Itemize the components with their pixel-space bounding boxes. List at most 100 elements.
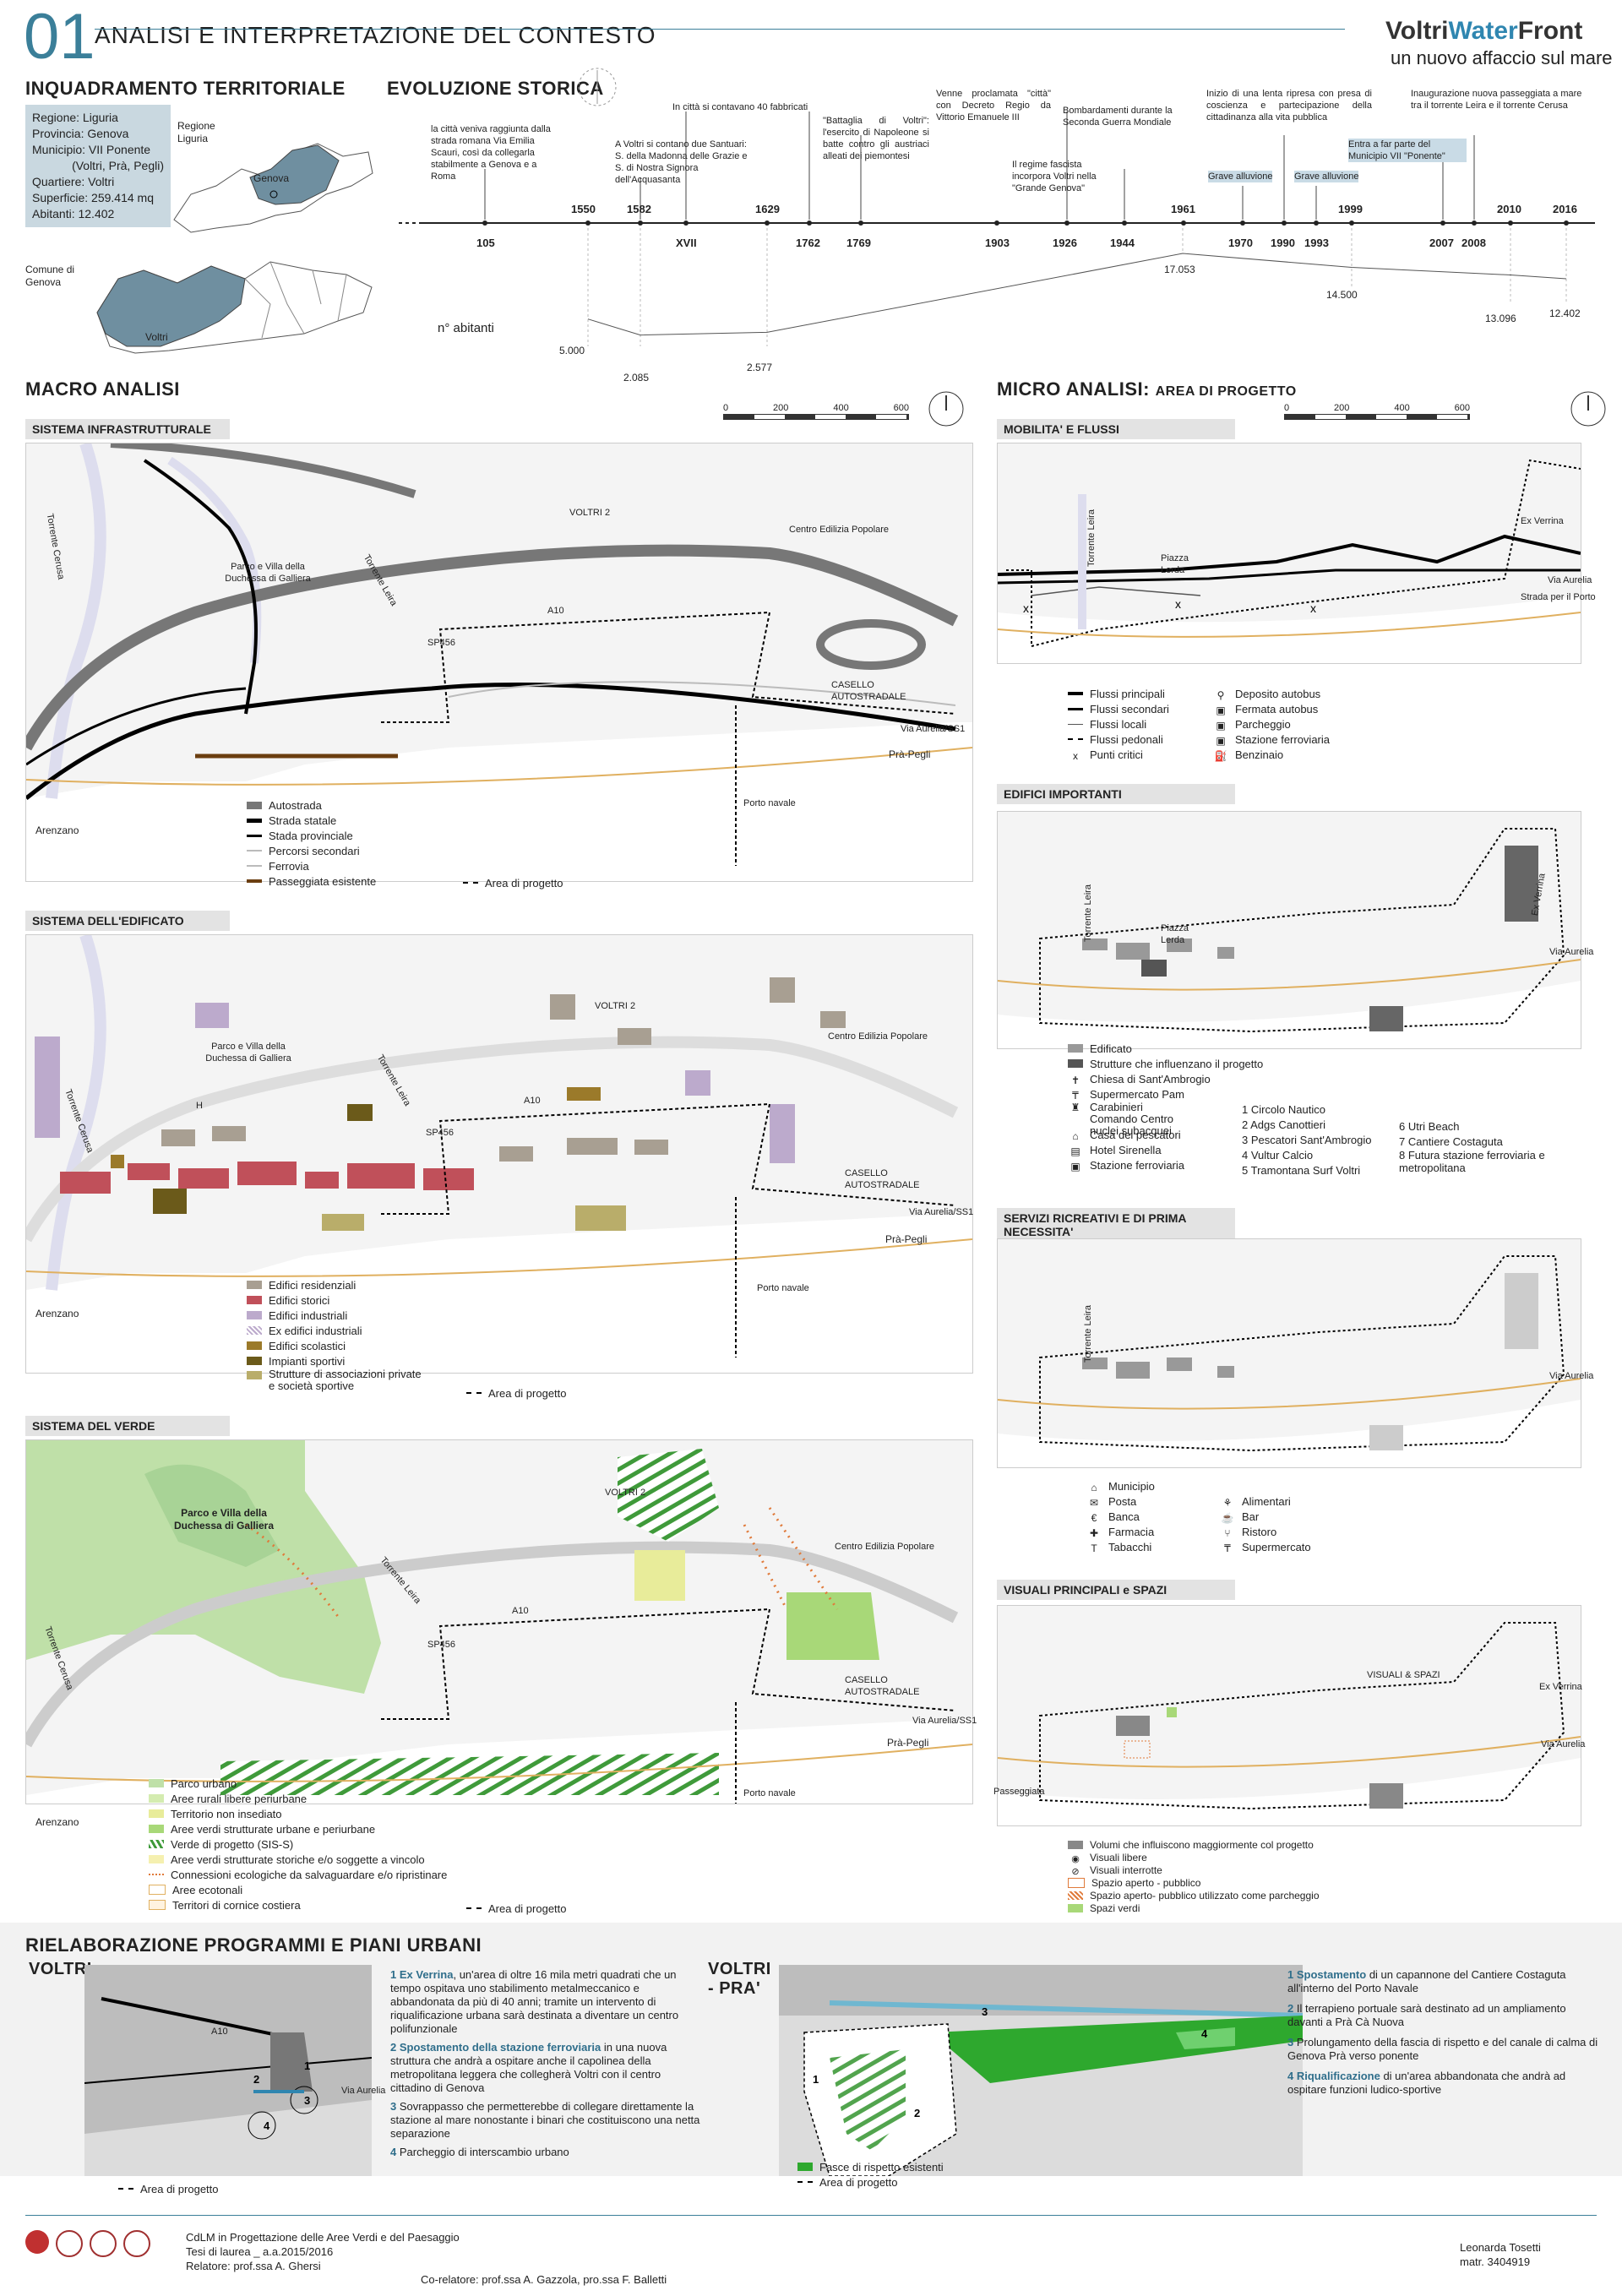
inquadramento-title: INQUADRAMENTO TERRITORIALE xyxy=(25,78,346,99)
footer-course: CdLM in Progettazione delle Aree Verdi e… xyxy=(186,2230,460,2273)
police-icon: ♜ xyxy=(1070,1102,1080,1113)
svg-text:x: x xyxy=(1310,601,1316,615)
legend-pam: ₸Supermercato Pam xyxy=(1068,1086,1263,1102)
year-105: 105 xyxy=(476,237,495,249)
program-label-a10: A10 xyxy=(211,2027,228,2037)
euro-icon: € xyxy=(1091,1512,1097,1524)
legend-cornice: Territori di cornice costiera xyxy=(149,1897,447,1912)
legend-industriali: Edifici industriali xyxy=(247,1308,429,1323)
infra-label-voltri2: VOLTRI 2 xyxy=(569,508,611,518)
svg-text:2: 2 xyxy=(914,2107,920,2119)
verde-legend-area: Area di progetto xyxy=(466,1901,567,1916)
ed-label-arenzano: Arenzano xyxy=(35,1308,79,1319)
infra-label-aurelia: Via Aurelia/SS1 xyxy=(901,724,966,734)
serv-label-aurelia: Via Aurelia xyxy=(1549,1371,1594,1381)
svg-text:2: 2 xyxy=(253,2073,259,2086)
legend-ex-industriali: Ex edifici industriali xyxy=(247,1323,429,1338)
pra-program-1: 1 Spostamento di un capannone del Cantie… xyxy=(1287,1968,1566,1994)
logo-seal-icon xyxy=(56,2230,83,2257)
legend-supermercato: ₸Supermercato xyxy=(1220,1539,1310,1555)
bus-stop-icon: ▣ xyxy=(1216,705,1226,716)
legend-alimentari: ⚘Alimentari xyxy=(1220,1493,1311,1510)
footer-corelatore: Co-relatore: prof.ssa A. Gazzola, pro.ss… xyxy=(421,2273,667,2286)
pra-program-3: 3 Prolungamento della fascia di rispetto… xyxy=(1287,2036,1598,2062)
programmi-title: RIELABORAZIONE PROGRAMMI E PIANI URBANI xyxy=(25,1934,482,1956)
legend-benzinaio: ⛽Benzinaio xyxy=(1214,748,1284,763)
year-1999: 1999 xyxy=(1338,203,1363,215)
infra-legend-area: Area di progetto xyxy=(463,875,563,890)
legend-flussi-principali: Flussi principali xyxy=(1068,686,1169,701)
ed-label-a10: A10 xyxy=(524,1096,541,1106)
event-xvii: A Voltri si contano due Santuari: S. del… xyxy=(615,139,748,185)
legend-ristoro: ⑂Ristoro xyxy=(1220,1524,1311,1540)
year-1582: 1582 xyxy=(627,203,651,215)
legend-statale: Strada statale xyxy=(247,813,376,828)
visuali-map xyxy=(997,1605,1581,1826)
legend-associazioni: Strutture di associazioni private e soci… xyxy=(247,1368,429,1394)
pop-1999: 14.500 xyxy=(1326,289,1358,301)
legend-stazione: ▣Stazione ferroviaria xyxy=(1213,732,1330,748)
header-rule xyxy=(95,29,1345,30)
legend-aree-rurali: Aree rurali libere periurbane xyxy=(149,1791,447,1806)
legend-deposito: ⚲Deposito autobus xyxy=(1213,686,1330,702)
ed-label-prapegli: Prà-Pegli xyxy=(885,1233,928,1245)
ed-label-parco: Parco e Villa della Duchessa di Galliera xyxy=(205,1042,291,1064)
mob-label-leira: Torrente Leira xyxy=(1086,509,1097,567)
genova-comune-map xyxy=(96,261,373,354)
verde-legend: Parco urbano Aree rurali libere periurba… xyxy=(149,1776,447,1912)
cart-icon: ₸ xyxy=(1072,1090,1079,1102)
legend-passeggiata: Passeggiata esistente xyxy=(247,873,376,889)
year-2016: 2016 xyxy=(1553,203,1577,215)
logo-seal-icon xyxy=(123,2230,150,2257)
info-superficie: Superficie: 259.414 mq xyxy=(32,191,154,204)
infra-title: SISTEMA INFRASTRUTTURALE xyxy=(25,419,230,439)
event-1769: "Battaglia di Voltri": l'esercito di Nap… xyxy=(823,116,929,161)
infra-label-a10: A10 xyxy=(547,606,564,616)
edifici-map xyxy=(997,811,1581,1049)
ed-micro-piazza: Piazza Lerda xyxy=(1161,923,1189,945)
mobilita-legend-left: Flussi principali Flussi secondari Fluss… xyxy=(1068,686,1169,762)
info-abitanti: Abitanti: 12.402 xyxy=(32,207,115,220)
sheet-number: 01 xyxy=(24,1,95,73)
year-2007: 2007 xyxy=(1429,237,1454,249)
svg-text:x: x xyxy=(1175,597,1181,611)
event-1970: Grave alluvione xyxy=(1208,171,1273,182)
legend-stazione-ed: ▣Stazione ferroviaria xyxy=(1068,1157,1263,1173)
ed-label-aurelia: Via Aurelia/SS1 xyxy=(909,1207,974,1217)
footer-author-name: Leonarda Tosetti xyxy=(1460,2241,1541,2254)
pop-1629: 2.577 xyxy=(747,362,773,373)
info-quartiere: Quartiere: Voltri xyxy=(32,175,115,188)
footer-rule xyxy=(25,2215,1597,2216)
vis-label-title: VISUALI & SPAZI xyxy=(1367,1670,1440,1680)
legend-bar: ☕Bar xyxy=(1221,1510,1260,1525)
year-1993: 1993 xyxy=(1304,237,1329,249)
voltri-program-3: 3 Sovrappasso che permetterebbe di colle… xyxy=(390,2100,700,2140)
info-provincia: Provincia: Genova xyxy=(32,127,129,140)
comune-label: Comune di Genova xyxy=(25,264,75,288)
voltri-program-4: 4 Parcheggio di interscambio urbano xyxy=(390,2146,569,2158)
ed-label-h: H xyxy=(196,1101,203,1111)
info-quartieri: (Voltri, Prà, Pegli) xyxy=(72,159,164,172)
logo-seal-icon xyxy=(25,2230,49,2254)
edificato-legend-area: Area di progetto xyxy=(466,1385,567,1401)
year-1762: 1762 xyxy=(796,237,820,249)
legend-fasce: Fasce di rispetto esistenti xyxy=(797,2159,944,2174)
verde-label-voltri2: VOLTRI 2 xyxy=(605,1488,646,1498)
infra-label-prapegli: Prà-Pegli xyxy=(889,748,931,760)
bus-depot-icon: ⚲ xyxy=(1216,689,1225,701)
voltri-program-1: 1 Ex Verrina, un'area di oltre 16 mila m… xyxy=(390,1968,679,2035)
footer-matricola: matr. 3404919 xyxy=(1460,2255,1531,2268)
eye-icon: ◉ xyxy=(1071,1853,1080,1864)
train-station-icon: ▣ xyxy=(1070,1161,1080,1172)
ed-label-cep: Centro Edilizia Popolare xyxy=(828,1031,928,1042)
mob-label-exverrina: Ex Verrina xyxy=(1521,516,1564,526)
infra-label-porto: Porto navale xyxy=(743,798,796,808)
legend-vultur: 4 Vultur Calcio xyxy=(1242,1148,1314,1162)
event-2010: Inaugurazione nuova passeggiata a mare t… xyxy=(1411,89,1582,111)
legend-costaguta: 7 Cantiere Costaguta xyxy=(1399,1134,1503,1148)
svg-text:1: 1 xyxy=(813,2073,819,2086)
svg-text:4: 4 xyxy=(264,2119,270,2132)
legend-provinciale: Stada provinciale xyxy=(247,828,376,843)
